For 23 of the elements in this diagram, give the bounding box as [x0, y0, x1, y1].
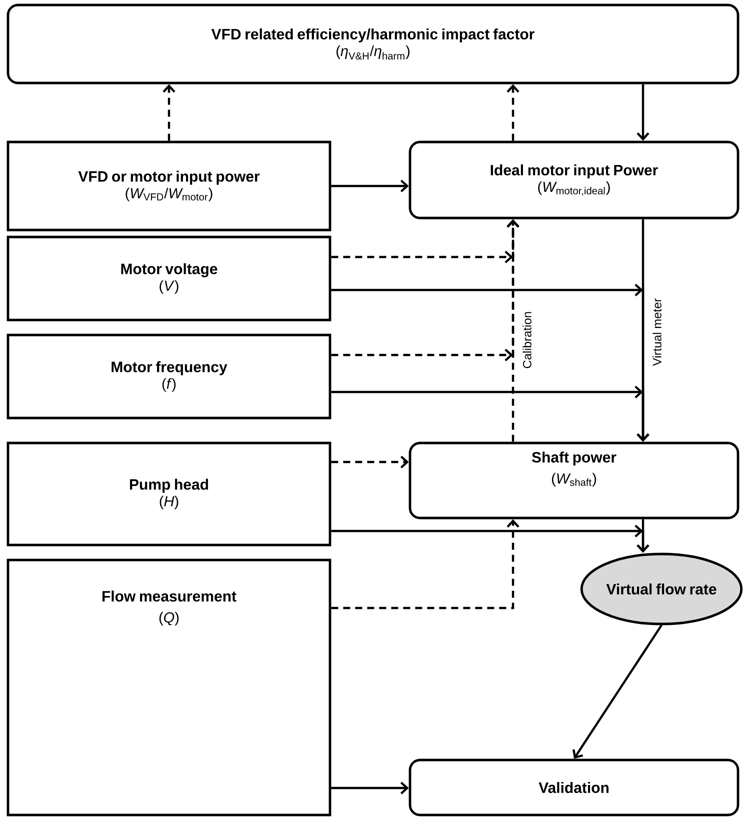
- rounded-box: Validation: [408, 758, 740, 816]
- process-box: Motor voltage (V): [6, 236, 332, 322]
- process-box: Flow measurement (Q): [6, 558, 332, 816]
- edge-label: Calibration: [522, 310, 532, 370]
- oval-node: Virtual flow rate: [580, 552, 743, 626]
- arrow: [636, 84, 650, 141]
- arrow: [331, 456, 409, 468]
- rounded-box: Ideal motor input Power $\text{(}\textit{W}_{\text{motor,ideal}}\text{)}$: [408, 140, 740, 220]
- process-box: VFD or motor input power $\text{(}\textit{W}_{\text{VFD}}\text{/}\textit{W}_{\text{motor}}\text{)}$: [6, 140, 332, 232]
- arrow: [572, 624, 662, 759]
- arrow: [162, 84, 176, 141]
- arrow: [331, 782, 409, 794]
- process-box: Motor frequency (f): [6, 334, 332, 420]
- process-box: Pump head (H): [6, 442, 332, 546]
- arrow: [331, 519, 520, 610]
- arrow: [636, 219, 650, 442]
- rounded-box: Shaft power $\text{(}\textit{W}_{\text{shaft}}\text{)}$: [408, 442, 740, 520]
- arrow: [331, 180, 409, 192]
- arrow: [636, 519, 650, 553]
- edge-label: Virtual meter: [652, 297, 662, 367]
- arrow: [506, 219, 520, 442]
- arrow: [506, 84, 520, 141]
- rounded-box: VFD related efficiency/harmonic impact factor $\text{(}\textit{η}_{\text{V\&H}}\text{/}\textit{η}_{\text{harm}}\text{)}$: [6, 4, 740, 84]
